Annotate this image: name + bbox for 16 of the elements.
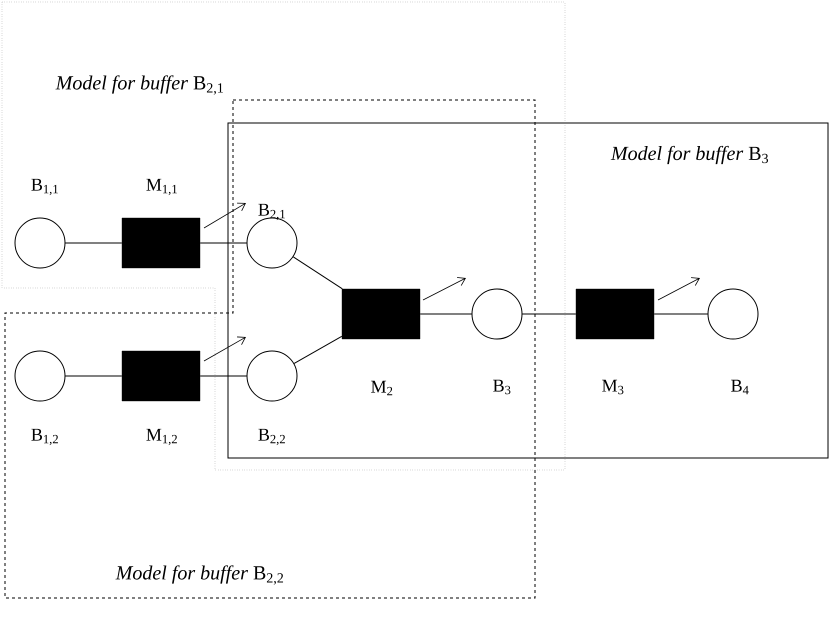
connector-line bbox=[200, 242, 247, 244]
symbol-label: B$_{2,2}$ bbox=[258, 428, 285, 446]
symbol-label: M$_{3}$ bbox=[602, 380, 624, 394]
region-title: Model for buffer B$_{3}$ bbox=[610, 146, 768, 164]
symbol-label: B$_{1,1}$ bbox=[31, 178, 58, 196]
region-title: Model for buffer B$_{2,2}$ bbox=[115, 565, 284, 585]
symbol-label: M$_{1,1}$ bbox=[146, 178, 177, 196]
symbol-label: B$_{1,2}$ bbox=[31, 428, 58, 446]
region-title: Model for buffer B$_{2,1}$ bbox=[55, 75, 223, 95]
connector-line bbox=[65, 242, 122, 244]
connector-line bbox=[292, 256, 343, 290]
symbol-label: M$_{2}$ bbox=[371, 380, 392, 396]
symbol-label: M$_{1,2}$ bbox=[146, 428, 177, 446]
symbol-label: B$_{4}$ bbox=[731, 380, 749, 394]
connector-line bbox=[294, 336, 342, 364]
symbol-label: B$_{3}$ bbox=[493, 380, 510, 394]
